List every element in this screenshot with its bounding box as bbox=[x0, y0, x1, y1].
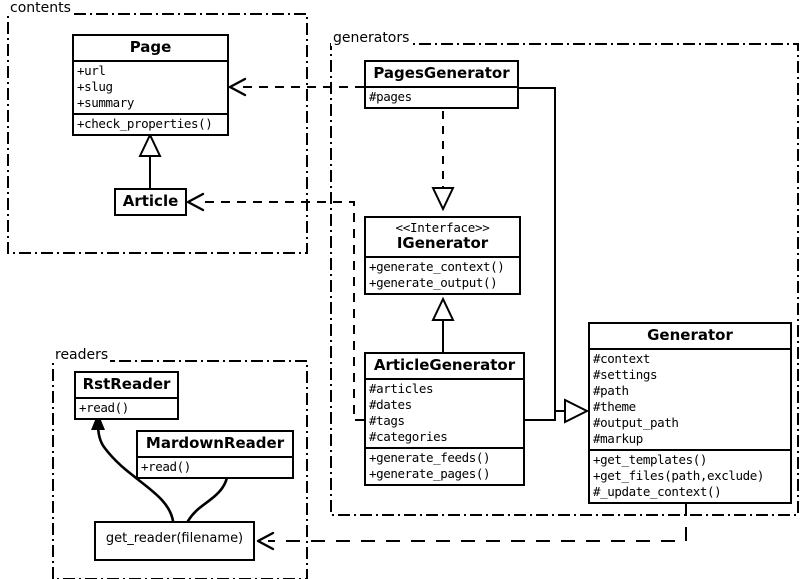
class-box-articlegenerator[interactable]: ArticleGenerator #articles #dates #tags … bbox=[364, 352, 525, 486]
function-box-get-reader[interactable]: get_reader(filename) bbox=[94, 521, 255, 561]
class-name-igenerator: <<Interface>> IGenerator bbox=[366, 218, 519, 256]
class-name-text: IGenerator bbox=[396, 234, 489, 253]
operation-item: +read() bbox=[141, 458, 191, 474]
class-box-generator[interactable]: Generator #context #settings #path #them… bbox=[588, 322, 792, 504]
operations-generator: +get_templates() +get_files(path,exclude… bbox=[590, 451, 790, 502]
arrowhead-hollow-triangle-generator bbox=[564, 398, 590, 424]
function-label-get-reader: get_reader(filename) bbox=[105, 531, 244, 546]
compartment-divider bbox=[138, 455, 292, 458]
package-label-readers: readers bbox=[53, 347, 111, 363]
attribute-item: #theme bbox=[593, 398, 636, 414]
attribute-item: #output_path bbox=[593, 414, 679, 430]
class-box-pagesgenerator[interactable]: PagesGenerator #pages bbox=[364, 60, 519, 109]
attributes-generator: #context #settings #path #theme #output_… bbox=[590, 350, 790, 449]
operation-item: +generate_feeds() bbox=[369, 449, 491, 465]
operation-item: +get_templates() bbox=[593, 451, 708, 467]
class-box-mardownreader[interactable]: MardownReader +read() bbox=[136, 430, 294, 479]
operations-articlegenerator: +generate_feeds() +generate_pages() bbox=[366, 449, 523, 484]
arrowhead-filled-rstreader bbox=[91, 413, 105, 430]
package-frame-readers bbox=[52, 360, 308, 579]
attribute-item: #articles bbox=[369, 380, 434, 396]
attributes-pagesgenerator: #pages bbox=[366, 88, 517, 107]
class-name-mardownreader: MardownReader bbox=[145, 434, 285, 452]
operation-item: +generate_pages() bbox=[369, 465, 491, 481]
class-name-pagesgenerator: PagesGenerator bbox=[373, 64, 510, 82]
attributes-page: +url +slug +summary bbox=[74, 62, 227, 113]
arrowhead-hollow-triangle-igenerator-realization bbox=[431, 187, 455, 212]
class-box-page[interactable]: Page +url +slug +summary +check_properti… bbox=[72, 34, 229, 136]
class-box-rstreader[interactable]: RstReader +read() bbox=[74, 371, 179, 420]
attribute-item: #pages bbox=[369, 88, 412, 104]
compartment-divider bbox=[366, 255, 519, 258]
attribute-item: #path bbox=[593, 382, 629, 398]
arrowhead-hollow-triangle-igenerator-generalization bbox=[431, 296, 455, 321]
class-name-article: Article bbox=[122, 192, 179, 210]
operation-item: +read() bbox=[79, 399, 129, 415]
attribute-item: #categories bbox=[369, 428, 448, 444]
package-label-generators: generators bbox=[331, 30, 412, 46]
operations-igenerator: +generate_context() +generate_output() bbox=[366, 258, 519, 293]
compartment-divider bbox=[366, 85, 517, 88]
arrowhead-hollow-triangle-page bbox=[138, 132, 162, 157]
class-name-page: Page bbox=[129, 38, 172, 56]
attribute-item: #dates bbox=[369, 396, 412, 412]
attribute-item: #settings bbox=[593, 366, 658, 382]
package-frame-contents bbox=[7, 13, 308, 254]
attribute-item: +slug bbox=[77, 78, 113, 94]
compartment-divider bbox=[590, 347, 790, 350]
class-box-igenerator[interactable]: <<Interface>> IGenerator +generate_conte… bbox=[364, 216, 521, 295]
connector-get-reader-to-rstreader bbox=[96, 422, 175, 523]
class-name-articlegenerator: ArticleGenerator bbox=[373, 356, 516, 374]
operation-item: +get_files(path,exclude) bbox=[593, 467, 765, 483]
operation-item: +generate_context() bbox=[369, 258, 505, 274]
compartment-divider bbox=[366, 377, 523, 380]
operations-page: +check_properties() bbox=[74, 115, 227, 134]
compartment-divider bbox=[74, 112, 227, 115]
attribute-item: +url bbox=[77, 62, 106, 78]
arrowhead-open-article-dependency bbox=[186, 192, 205, 212]
connector-articlegenerator-to-article bbox=[198, 201, 364, 421]
operations-mardownreader: +read() bbox=[138, 458, 292, 477]
attributes-articlegenerator: #articles #dates #tags #categories bbox=[366, 380, 523, 447]
connector-pagesgenerator-to-generator bbox=[519, 87, 565, 412]
operations-rstreader: +read() bbox=[76, 399, 177, 418]
class-name-rstreader: RstReader bbox=[82, 375, 171, 393]
attribute-item: #markup bbox=[593, 430, 643, 446]
connector-generator-to-get-reader bbox=[268, 502, 687, 542]
attribute-item: +summary bbox=[77, 94, 135, 110]
compartment-divider bbox=[366, 446, 523, 449]
compartment-divider bbox=[76, 396, 177, 399]
package-label-contents: contents bbox=[8, 0, 73, 16]
attribute-item: #tags bbox=[369, 412, 405, 428]
class-name-generator: Generator bbox=[647, 326, 733, 344]
class-box-article[interactable]: Article bbox=[114, 188, 187, 216]
package-frame-generators bbox=[330, 43, 799, 516]
operation-item: +generate_output() bbox=[369, 274, 498, 290]
compartment-divider bbox=[74, 59, 227, 62]
stereotype-interface: <<Interface>> bbox=[395, 220, 490, 235]
operation-item: #_update_context() bbox=[593, 483, 722, 499]
attribute-item: #context bbox=[593, 350, 651, 366]
connector-articlegenerator-to-generator bbox=[525, 410, 565, 421]
arrowhead-open-page-dependency bbox=[228, 77, 247, 97]
compartment-divider bbox=[590, 448, 790, 451]
arrowhead-open-get-reader-dependency bbox=[256, 531, 275, 551]
operation-item: +check_properties() bbox=[77, 115, 213, 131]
